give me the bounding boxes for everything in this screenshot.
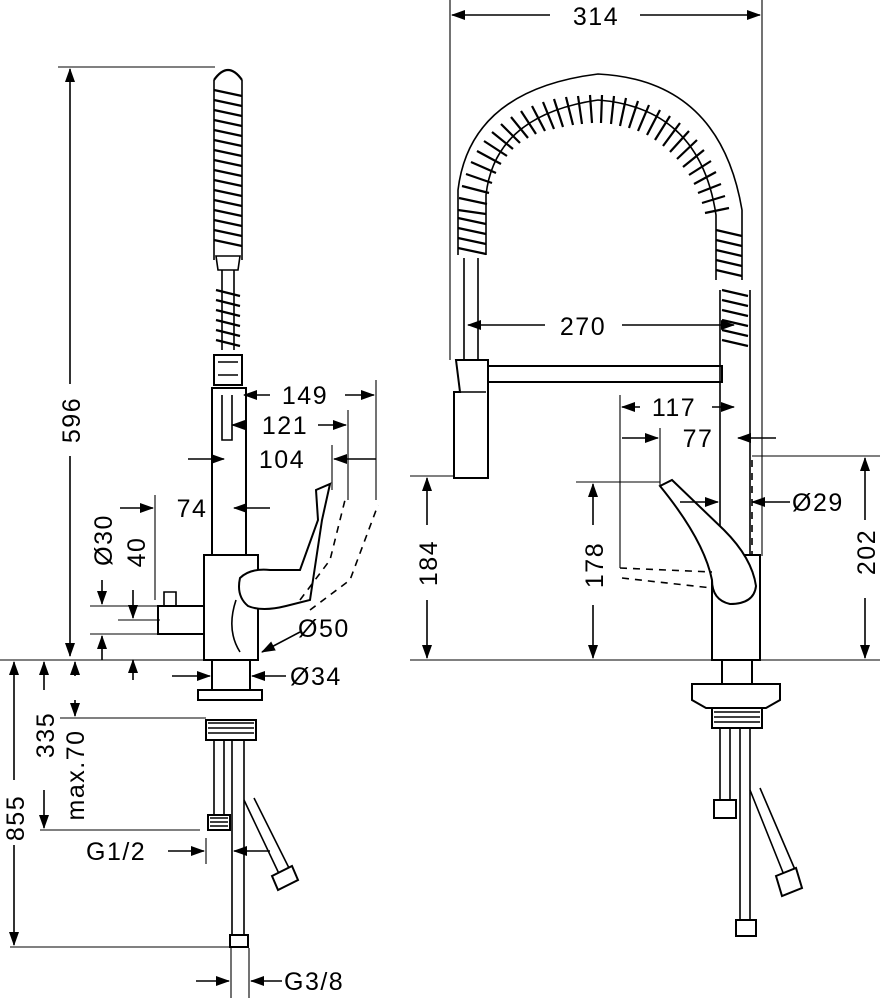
dim-77: 77 (683, 425, 714, 453)
dim-74: 74 (177, 495, 208, 523)
dim-855: 855 (2, 795, 30, 841)
side-base-plate (211, 659, 251, 691)
dim-diameter-30: Ø30 (90, 514, 118, 566)
dim-178: 178 (581, 542, 609, 588)
dim-314: 314 (573, 3, 619, 31)
front-spray-head (453, 359, 489, 479)
side-spring (213, 68, 243, 386)
front-crossbar (487, 365, 723, 383)
dim-149: 149 (282, 382, 328, 410)
front-spring-arc (457, 73, 743, 280)
dim-335: 335 (32, 712, 60, 758)
dim-104: 104 (259, 446, 305, 474)
side-hoses (213, 740, 245, 935)
side-spout-column (211, 387, 247, 556)
dim-184: 184 (415, 540, 443, 586)
dim-596: 596 (58, 397, 86, 443)
dim-diameter-50: Ø50 (298, 615, 350, 643)
dim-diameter-29: Ø29 (792, 489, 844, 517)
dim-diameter-34: Ø34 (290, 663, 342, 691)
side-handle-knob (157, 605, 205, 635)
front-hoses (719, 728, 751, 920)
front-view: 314 270 117 77 Ø29 184 178 202 (410, 0, 881, 937)
dim-121: 121 (262, 412, 308, 440)
dim-g3-8: G3/8 (284, 968, 344, 996)
front-lever (658, 478, 758, 606)
side-lever (238, 482, 332, 610)
dim-117: 117 (652, 394, 696, 422)
dim-max-70: max.70 (62, 730, 90, 821)
dim-g1-2: G1/2 (86, 838, 146, 866)
side-view: 596 149 121 104 74 Ø30 40 Ø50 (0, 66, 379, 998)
dim-40: 40 (123, 537, 151, 568)
dim-202: 202 (853, 529, 881, 575)
dim-270: 270 (560, 313, 606, 341)
